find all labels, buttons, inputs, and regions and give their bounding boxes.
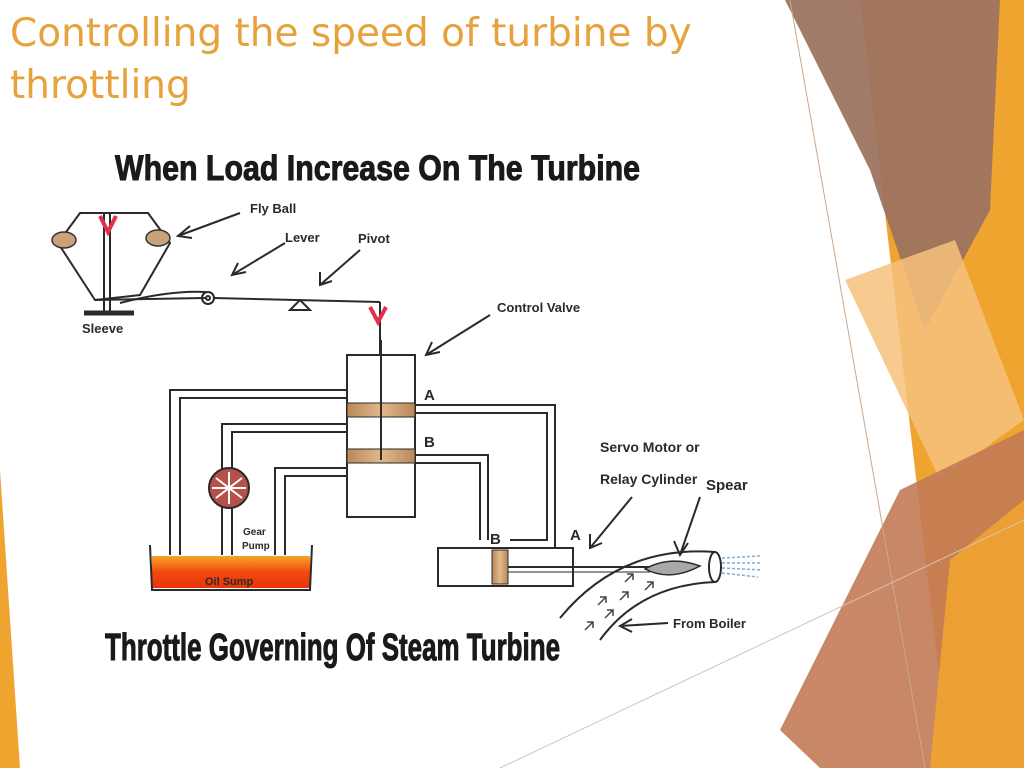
gold-triangle-lower-right bbox=[930, 500, 1024, 768]
slide-title: Controlling the speed of turbine by thro… bbox=[10, 11, 692, 108]
gold-triangle-left bbox=[0, 470, 20, 768]
governor bbox=[56, 212, 206, 316]
lever bbox=[119, 290, 381, 355]
label-fly-ball: Fly Ball bbox=[250, 201, 296, 216]
label-arrows bbox=[175, 212, 701, 633]
label-pump: Pump bbox=[242, 541, 270, 552]
oil-sump-oil bbox=[152, 556, 310, 588]
label-from-boiler: From Boiler bbox=[673, 616, 746, 631]
diagram-caption: Throttle Governing Of Steam Turbine bbox=[105, 627, 560, 669]
label-port-a-lower: A bbox=[570, 527, 581, 544]
servo-piston bbox=[491, 549, 509, 585]
control-valve-stem-fork bbox=[368, 306, 388, 327]
label-oil-sump: Oil Sump bbox=[205, 576, 254, 588]
label-port-a-upper: A bbox=[424, 387, 435, 404]
label-relay-cylinder: Relay Cylinder bbox=[600, 471, 698, 487]
spear-head bbox=[643, 560, 702, 576]
oil-piping bbox=[169, 389, 556, 555]
nozzle bbox=[559, 550, 722, 641]
pivot-marker bbox=[287, 298, 313, 311]
peach-triangle-upper bbox=[845, 240, 1024, 480]
fly-ball-right bbox=[145, 229, 171, 247]
steam-jet bbox=[721, 555, 763, 578]
label-control-valve: Control Valve bbox=[497, 300, 580, 315]
diagram-heading: When Load Increase On The Turbine bbox=[115, 149, 640, 188]
thin-line-1 bbox=[789, 0, 926, 768]
fly-ball-left bbox=[51, 231, 77, 249]
oil-sump-tank bbox=[149, 544, 313, 591]
label-lever: Lever bbox=[285, 230, 320, 245]
label-port-b-upper: B bbox=[424, 434, 435, 451]
label-port-b-lower: B bbox=[490, 531, 501, 548]
label-sleeve: Sleeve bbox=[82, 321, 123, 336]
steam-flow-arrows bbox=[584, 573, 654, 631]
thin-line-2 bbox=[499, 519, 1024, 768]
label-pivot: Pivot bbox=[358, 231, 390, 246]
label-spear: Spear bbox=[706, 477, 748, 494]
label-gear: Gear bbox=[243, 527, 266, 538]
gear-pump-vanes bbox=[212, 472, 246, 504]
label-servo-motor: Servo Motor or bbox=[600, 439, 700, 455]
